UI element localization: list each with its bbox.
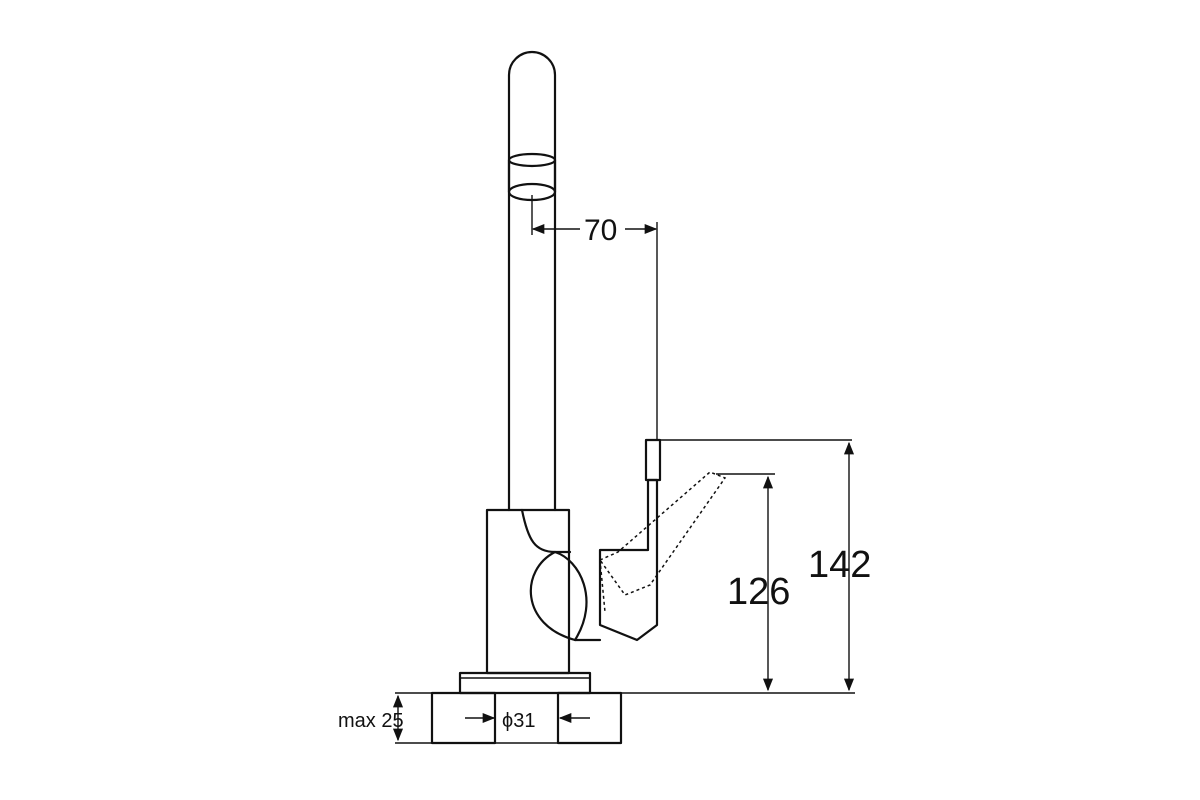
dimension-height-142: 142 [590, 441, 871, 694]
lever-handle-open [598, 471, 775, 613]
dimension-142-label: 142 [808, 544, 871, 586]
base-plate [458, 671, 592, 695]
dimension-70-label: 70 [584, 214, 617, 247]
mixer-body [485, 508, 602, 675]
dimension-diameter-label: ϕ31 [502, 710, 535, 732]
dimension-hole-diameter: ϕ31 [465, 710, 590, 732]
dimension-max25-label: max 25 [338, 710, 404, 732]
dimension-126-label: 126 [727, 571, 790, 613]
spout [507, 50, 557, 512]
dimension-height-126: 126 [727, 475, 790, 692]
dimension-spout-reach: 70 [531, 195, 658, 440]
dimension-countertop-thickness: max 25 [338, 694, 404, 742]
lever-handle [598, 438, 852, 642]
